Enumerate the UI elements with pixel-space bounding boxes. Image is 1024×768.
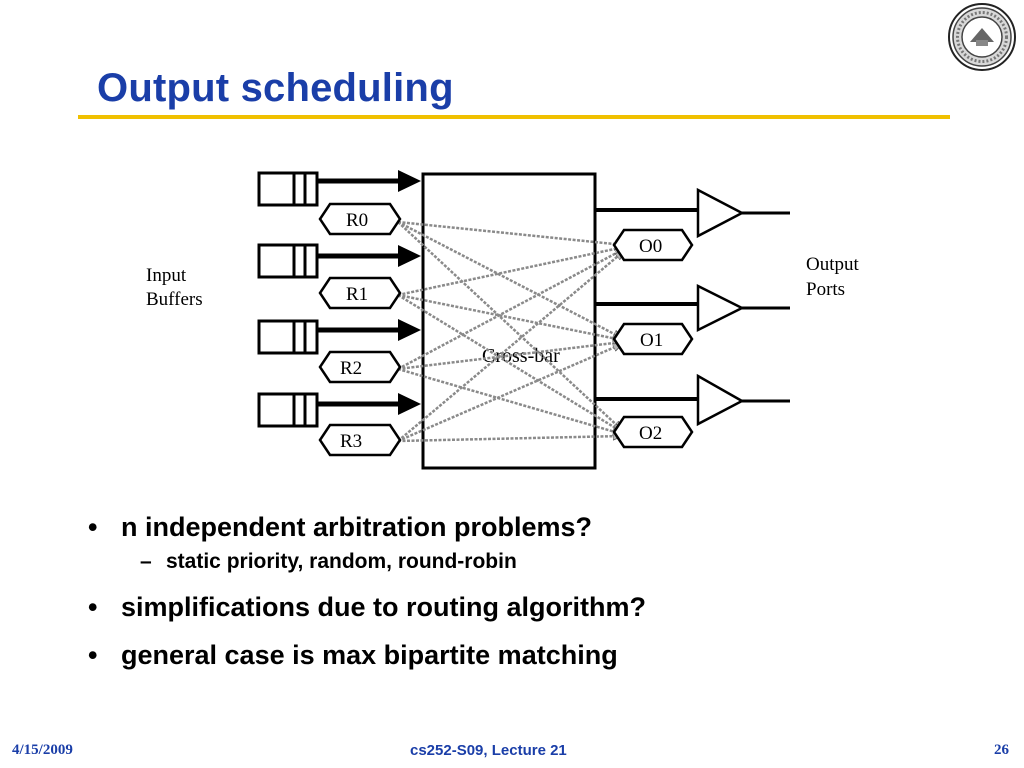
crossbar-label: Cross-bar — [482, 345, 560, 367]
bullet-text: n independent arbitration problems? — [121, 512, 593, 542]
requester-r0-label: R0 — [346, 210, 368, 231]
requester-r2: R2 — [318, 350, 402, 384]
requester-r0: R0 — [318, 202, 402, 236]
bullet-text: simplifications due to routing algorithm… — [121, 592, 646, 622]
footer-page-number: 26 — [994, 742, 1009, 758]
university-seal-icon — [948, 3, 1016, 71]
bullet-item: • general case is max bipartite matching — [86, 638, 966, 672]
input-buffer-2 — [257, 319, 421, 355]
bullet-item: • simplifications due to routing algorit… — [86, 590, 966, 624]
output-port-0 — [595, 187, 790, 239]
output-o1: O1 — [612, 322, 694, 356]
output-o1-label: O1 — [640, 330, 663, 351]
footer-course: cs252-S09, Lecture 21 — [410, 742, 567, 759]
output-o0-label: O0 — [639, 236, 662, 257]
footer-date: 4/15/2009 — [12, 742, 73, 758]
input-buffers-label-line1: Input — [146, 265, 187, 286]
output-ports-label-line1: Output — [806, 254, 860, 275]
requester-r1: R1 — [318, 276, 402, 310]
output-o2: O2 — [612, 415, 694, 449]
requester-r2-label: R2 — [340, 358, 362, 379]
bullet-item: • n independent arbitration problems? — [86, 510, 966, 544]
title-rule — [78, 115, 950, 119]
bullet-list: • n independent arbitration problems? – … — [86, 510, 966, 686]
output-port-1 — [595, 283, 790, 333]
bullet-marker: • — [88, 640, 98, 670]
subbullet-text: static priority, random, round-robin — [166, 550, 517, 573]
requester-r3-label: R3 — [340, 431, 362, 452]
subbullet-item: – static priority, random, round-robin — [86, 548, 966, 576]
output-o0: O0 — [612, 228, 694, 262]
requester-r3: R3 — [318, 423, 402, 457]
bullet-marker: • — [88, 592, 98, 622]
output-port-2 — [595, 373, 790, 427]
input-buffer-1 — [257, 243, 421, 279]
output-ports-label-line2: Ports — [806, 279, 845, 300]
input-buffer-3 — [257, 392, 421, 428]
bullet-text: general case is max bipartite matching — [121, 640, 618, 670]
subbullet-marker: – — [140, 550, 152, 573]
crossbar-box — [421, 172, 597, 470]
slide-title: Output scheduling — [97, 66, 454, 110]
input-buffers-label-line2: Buffers — [146, 289, 203, 310]
output-o2-label: O2 — [639, 423, 662, 444]
bullet-marker: • — [88, 512, 98, 542]
request-lines — [397, 220, 624, 443]
input-buffer-0 — [257, 170, 421, 207]
requester-r1-label: R1 — [346, 284, 368, 305]
